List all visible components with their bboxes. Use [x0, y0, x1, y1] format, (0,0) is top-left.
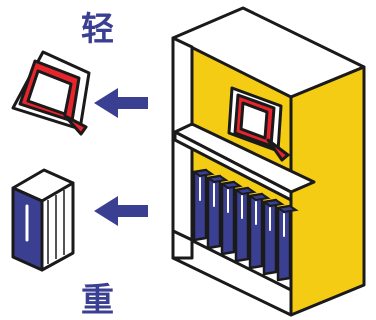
- book-icon: [13, 170, 73, 270]
- picture-frame-icon: [13, 52, 89, 134]
- bookshelf-icon: [173, 8, 364, 315]
- arrow-left-icon: [94, 88, 148, 118]
- arrow-left-icon: [94, 196, 148, 226]
